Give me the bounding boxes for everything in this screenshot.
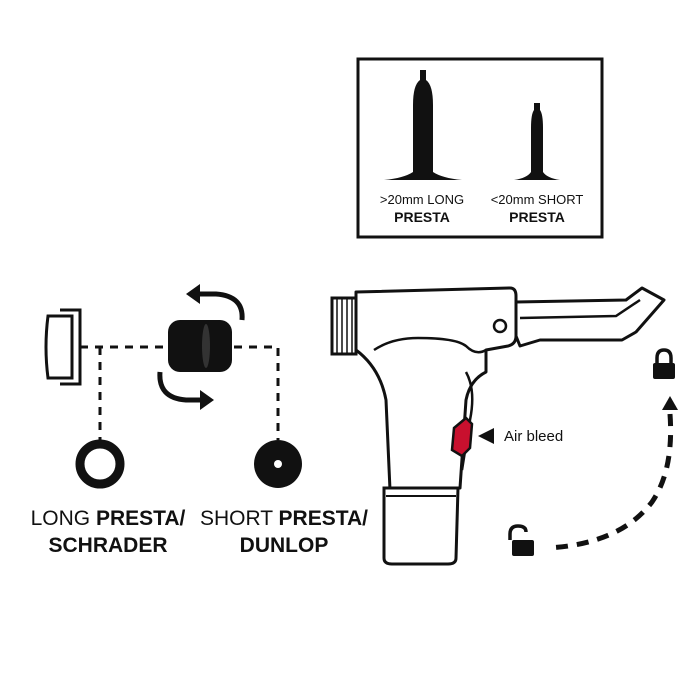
pump-nozzle: [382, 486, 460, 566]
short-adapter-prefix: SHORT: [200, 507, 279, 530]
short-valve-type-label: PRESTA: [509, 209, 565, 225]
rotate-arrow-icon: [157, 371, 214, 410]
lock-arrowhead-icon: [662, 396, 678, 410]
short-presta-dunlop-disc-icon: [254, 440, 302, 488]
long-presta-valve-icon: [384, 70, 462, 180]
air-bleed-label: Air bleed: [504, 428, 563, 445]
long-adapter-bold: PRESTA/: [96, 507, 186, 530]
long-adapter-prefix: LONG: [31, 507, 96, 530]
valve-cap-icon: [44, 308, 82, 386]
pump-side-edge: [460, 371, 474, 471]
pump-thread: [330, 296, 358, 356]
pump-head: [330, 286, 666, 566]
air-bleed-button[interactable]: [450, 416, 474, 458]
long-valve-type-label: PRESTA: [394, 209, 450, 225]
air-bleed-pointer-icon: [478, 428, 494, 444]
long-adapter-label-line2: SCHRADER: [48, 534, 167, 557]
short-connector-line: [234, 345, 280, 440]
lever-edge: [519, 298, 641, 320]
pump-body: [354, 286, 518, 492]
pivot-screw-icon: [492, 318, 508, 334]
lock-dashed-arc: [547, 413, 674, 551]
short-presta-valve-icon: [514, 103, 560, 180]
pump-body-seam: [373, 336, 487, 354]
adapter-section: LONG PRESTA/ SCHRADER SHORT PRESTA/ DUNL…: [31, 284, 368, 557]
short-adapter-label: SHORT PRESTA/: [200, 507, 368, 530]
rotate-arrow-icon: [186, 284, 245, 321]
adapter-insert-icon: [168, 320, 232, 372]
long-presta-schrader-disc-icon: [75, 439, 125, 489]
short-valve-size-label: <20mm SHORT: [491, 192, 584, 207]
long-valve-size-label: >20mm LONG: [380, 192, 464, 207]
short-adapter-label-line2: DUNLOP: [240, 534, 329, 557]
inset-frame: [356, 57, 604, 239]
padlock-unlocked-icon: [508, 524, 534, 556]
valve-inset: >20mm LONG PRESTA <20mm SHORT PRESTA: [356, 57, 604, 239]
padlock-locked-icon: [653, 348, 675, 379]
long-adapter-label: LONG PRESTA/: [31, 507, 186, 530]
short-adapter-bold: PRESTA/: [279, 507, 369, 530]
